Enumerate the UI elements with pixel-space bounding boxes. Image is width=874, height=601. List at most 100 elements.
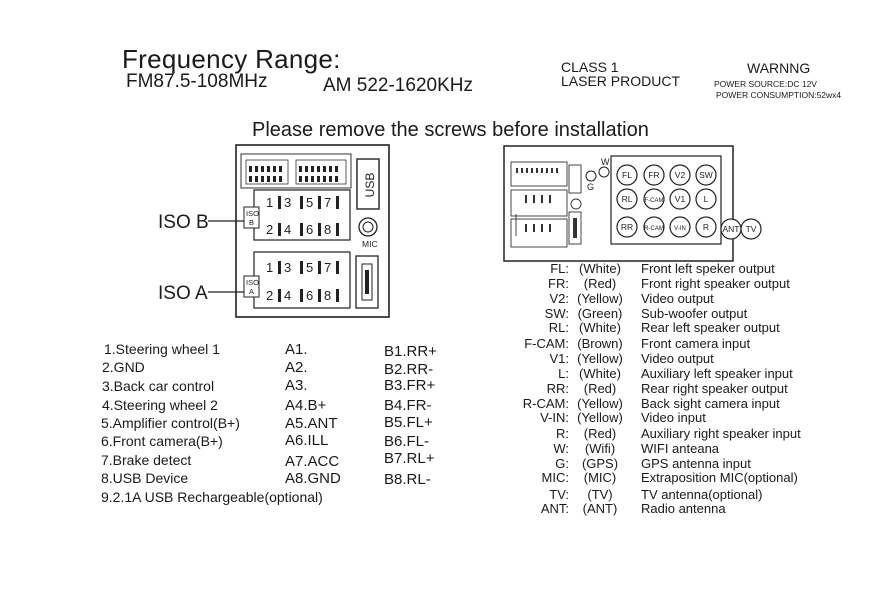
rca-jack-label: V-IN	[674, 226, 686, 232]
rca-jack-circle	[616, 164, 638, 186]
rca-jack-circle	[669, 216, 691, 238]
legend-description: Rear left speaker output	[641, 320, 780, 335]
legend-code: V1:	[549, 351, 569, 366]
pin-function-item: 8.USB Device	[101, 470, 189, 486]
legend-description: Front right speaker output	[641, 276, 790, 291]
legend-code: RR:	[546, 381, 569, 396]
legend-code: W:	[553, 441, 569, 456]
rca-jack-circle	[643, 164, 665, 186]
iso-a-pin-7: 7	[324, 260, 331, 275]
rca-jack-label: RL	[622, 194, 633, 204]
rca-jack-circle	[643, 216, 665, 238]
legend-code: FL:	[550, 261, 569, 276]
pin-b-item: B6.FL-	[384, 433, 430, 450]
rca-jack-label: R	[703, 222, 709, 232]
rca-jack-circle	[695, 164, 717, 186]
legend-description: Auxiliary right speaker input	[641, 426, 801, 441]
legend-wire-color: (White)	[579, 320, 621, 335]
rca-jack-label: SW	[699, 170, 713, 180]
pin-b-item: B7.RL+	[384, 450, 435, 467]
right-panel-connectors	[510, 161, 582, 248]
legend-wire-color: (GPS)	[581, 456, 619, 471]
rca-jack-label: RR	[621, 222, 633, 232]
iso-b-pin-8: 8	[324, 222, 331, 237]
rca-jack-circle	[740, 218, 762, 240]
legend-wire-color: (Wifi)	[584, 441, 616, 456]
power-consumption-text: POWER CONSUMPTION:52wx4	[716, 90, 842, 100]
laser-class-text: CLASS 1	[561, 59, 619, 75]
iso-a-pin-4: 4	[284, 288, 291, 303]
legend-code: SW:	[544, 306, 569, 321]
legend-code: RL:	[548, 320, 569, 335]
legend-code: ANT:	[540, 501, 569, 516]
top-multi-connector	[240, 153, 352, 189]
rca-jack-label: L	[704, 194, 709, 204]
pin-a-item: A8.GND	[285, 470, 341, 487]
right-panel-pins	[516, 168, 577, 238]
legend-description: WIFI anteana	[641, 441, 720, 456]
legend-description: TV antenna(optional)	[641, 487, 763, 502]
legend-description: Sub-woofer output	[641, 306, 748, 321]
iso-a-connector: ISO A 1 3 5 7 2 4 6 8	[243, 251, 351, 309]
legend-wire-color: (Red)	[583, 381, 617, 396]
pin-a-item: A5.ANT	[285, 415, 338, 432]
rca-block	[610, 155, 722, 245]
pin-a-item: A1.	[285, 341, 308, 358]
legend-description: Back sight camera input	[641, 396, 780, 411]
pin-a-item: A6.ILL	[285, 432, 329, 449]
pin-function-item: 1.Steering wheel 1	[104, 341, 220, 357]
pin-b-item: B1.RR+	[384, 343, 437, 360]
iso-b-tag-line1: ISO	[246, 209, 259, 218]
mic-jack: MIC	[358, 217, 378, 249]
pin-a-item: A3.	[285, 377, 308, 394]
rca-jack-label: V2	[675, 170, 686, 180]
frequency-range-title: Frequency Range:	[122, 44, 341, 74]
legend-wire-color: (Red)	[583, 276, 617, 291]
pin-function-item: 2.GND	[102, 359, 145, 375]
legend-description: Video output	[641, 351, 714, 366]
legend-wire-color: (Yellow)	[577, 351, 623, 366]
legend-code: R:	[556, 426, 569, 441]
legend-wire-color: (Red)	[583, 426, 617, 441]
pin-b-item: B2.RR-	[384, 361, 434, 378]
left-panel-outline	[235, 144, 390, 318]
rca-jack-label: FR	[648, 170, 659, 180]
legend-code: L:	[558, 366, 569, 381]
iso-b-pin-2: 2	[266, 222, 273, 237]
legend-code: R-CAM:	[522, 396, 569, 411]
usb-label: USB	[363, 173, 377, 198]
rca-jack-circle	[669, 164, 691, 186]
legend-wire-color: (Yellow)	[577, 291, 623, 306]
legend-description: Extraposition MIC(optional)	[641, 470, 798, 485]
gps-port-circle	[585, 170, 597, 182]
fm-range-text: FM87.5-108MHz	[126, 71, 268, 92]
pin-b-item: B8.RL-	[384, 471, 431, 488]
pin-function-item: 9.2.1A USB Rechargeable(optional)	[101, 489, 323, 505]
iso-b-tag-line2: B	[249, 218, 254, 227]
legend-code: FR:	[548, 276, 569, 291]
rca-jack-label: V1	[675, 194, 686, 204]
legend-wire-color: (Yellow)	[577, 396, 623, 411]
g-label: G	[587, 182, 594, 192]
legend-description: Front camera input	[641, 336, 751, 351]
iso-a-label: ISO A	[158, 283, 208, 304]
legend-code: V2:	[549, 291, 569, 306]
rca-jack-label: TV	[746, 224, 757, 234]
iso-a-tag-line2: A	[249, 287, 254, 296]
iso-b-pin-1: 1	[266, 195, 273, 210]
power-source-text: POWER SOURCE:DC 12V	[714, 79, 817, 89]
pin-b-item: B5.FL+	[384, 414, 433, 431]
rca-jack-label: F-CAM	[645, 198, 664, 204]
pin-function-item: 4.Steering wheel 2	[102, 397, 218, 413]
iso-a-pin-3: 3	[284, 260, 291, 275]
legend-description: Rear right speaker output	[641, 381, 788, 396]
iso-a-tag-line1: ISO	[246, 278, 259, 287]
pin-function-item: 3.Back car control	[102, 378, 215, 394]
iso-b-connector: ISO B 1 3 5 7 2 4 6 8	[243, 189, 351, 241]
iso-b-pin-4: 4	[284, 222, 291, 237]
legend-code: MIC:	[541, 470, 569, 485]
legend-wire-color: (White)	[579, 261, 621, 276]
